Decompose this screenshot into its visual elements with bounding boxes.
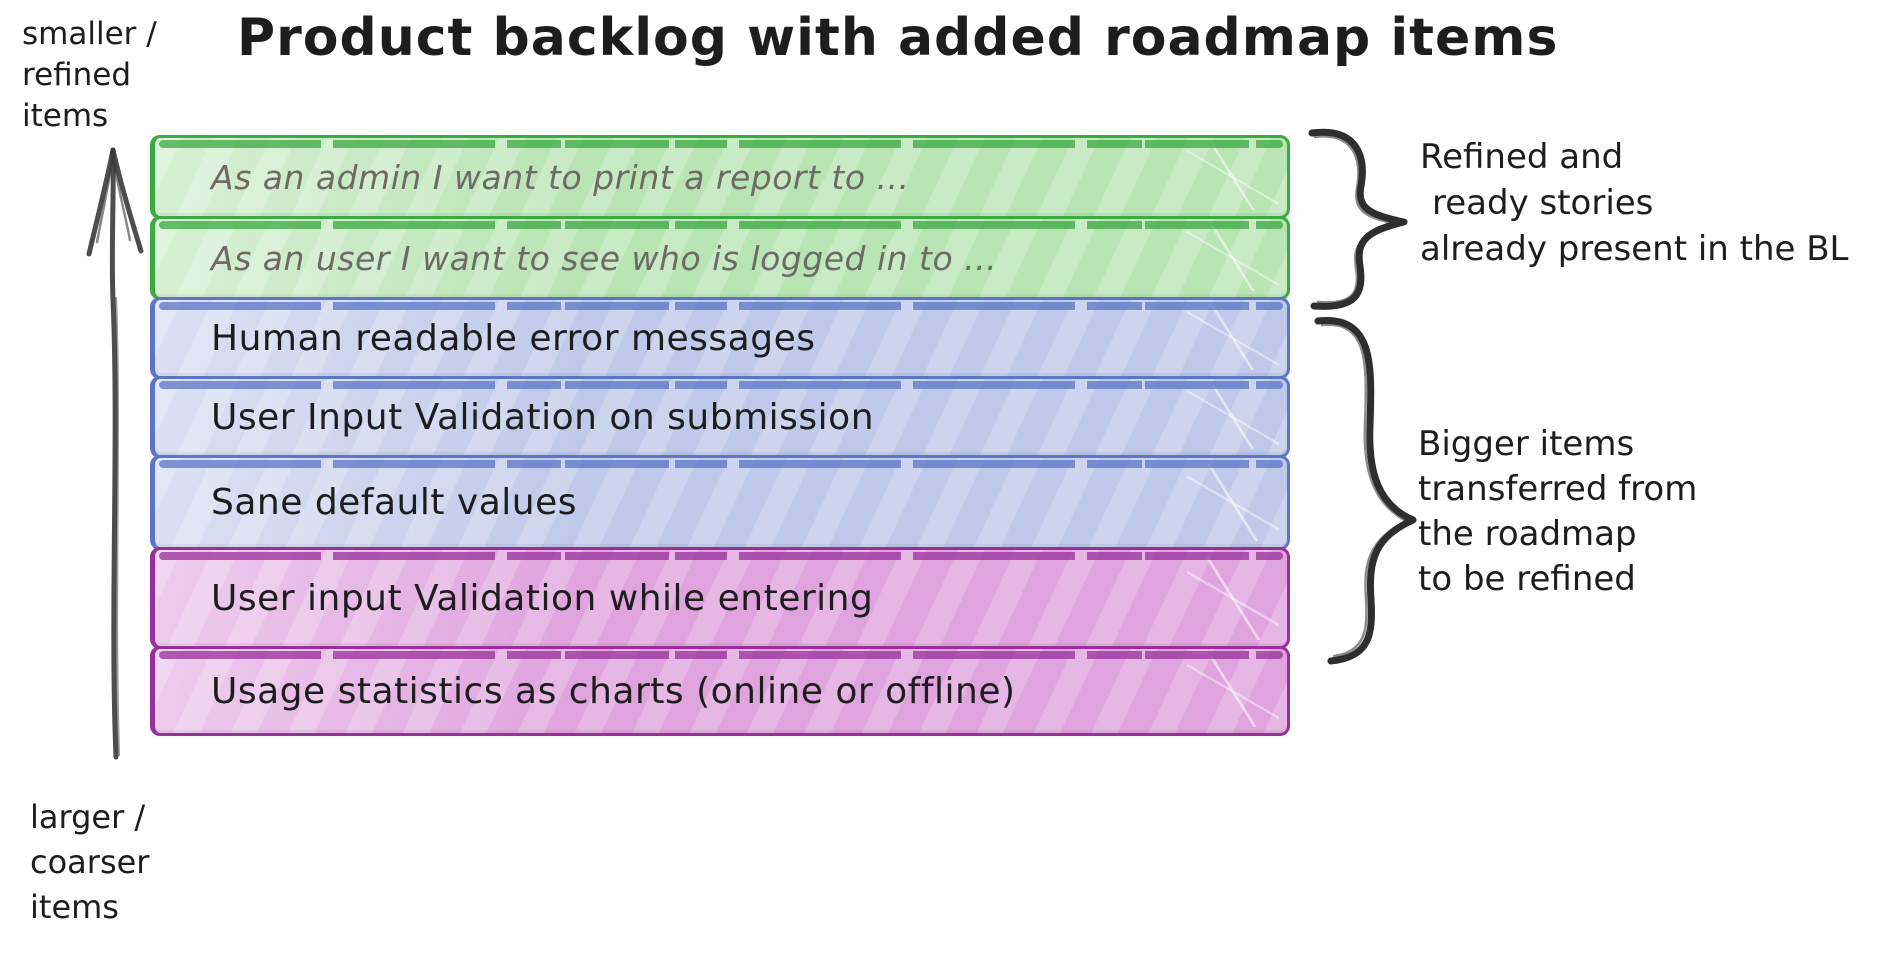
sketch-corner-decoration — [1187, 655, 1279, 727]
annotation-line: ready stories — [1432, 183, 1654, 223]
sketch-corner-decoration — [1187, 385, 1279, 449]
annotation-refined-stories: Refined and ready stories already presen… — [1420, 134, 1849, 272]
axis-label-line: larger / — [30, 798, 146, 836]
backlog-item: Sane default values — [150, 455, 1290, 550]
backlog-item: Human readable error messages — [150, 297, 1290, 379]
axis-label-smaller-refined-items: smaller / refined items — [22, 14, 157, 137]
up-arrow-icon — [86, 147, 144, 760]
annotation-line: to be refined — [1418, 559, 1636, 599]
backlog-item: As an user I want to see who is logged i… — [150, 216, 1290, 300]
brace-refined-icon — [1308, 128, 1408, 310]
axis-label-line: items — [30, 888, 119, 926]
axis-label-larger-coarser-items: larger / coarser items — [30, 795, 149, 930]
backlog-item: User input Validation while entering — [150, 547, 1290, 649]
axis-label-line: items — [22, 98, 109, 134]
sketch-corner-decoration — [1187, 225, 1279, 291]
annotation-line: transferred from — [1418, 469, 1698, 509]
backlog-item: User Input Validation on submission — [150, 376, 1290, 458]
backlog-item-label: Human readable error messages — [211, 317, 816, 359]
backlog-item-label: User input Validation while entering — [211, 577, 874, 619]
backlog-item: Usage statistics as charts (online or of… — [150, 646, 1290, 736]
sketch-corner-decoration — [1187, 306, 1279, 370]
backlog-item-label: Sane default values — [211, 482, 578, 523]
backlog-item-label: As an user I want to see who is logged i… — [211, 238, 998, 278]
sketch-corner-decoration — [1187, 464, 1279, 541]
backlog-item-label: Usage statistics as charts (online or of… — [211, 670, 1016, 712]
axis-label-line: smaller / — [22, 16, 157, 52]
sketch-corner-decoration — [1187, 556, 1279, 640]
axis-label-line: refined — [22, 57, 132, 93]
annotation-line: Refined and — [1420, 137, 1624, 177]
annotation-line: Bigger items — [1418, 424, 1635, 464]
backlog-item-label: As an admin I want to print a report to … — [211, 157, 910, 197]
backlog-item-label: User Input Validation on submission — [211, 396, 875, 438]
annotation-roadmap-items: Bigger items transferred from the roadma… — [1418, 422, 1697, 602]
page-title: Product backlog with added roadmap items — [237, 8, 1559, 68]
brace-roadmap-icon — [1314, 317, 1417, 665]
annotation-line: the roadmap — [1418, 514, 1637, 554]
backlog-stack: As an admin I want to print a report to … — [150, 135, 1290, 736]
annotation-line: already present in the BL — [1420, 229, 1849, 269]
backlog-item: As an admin I want to print a report to … — [150, 135, 1290, 219]
axis-label-line: coarser — [30, 843, 150, 881]
sketch-corner-decoration — [1187, 144, 1279, 210]
